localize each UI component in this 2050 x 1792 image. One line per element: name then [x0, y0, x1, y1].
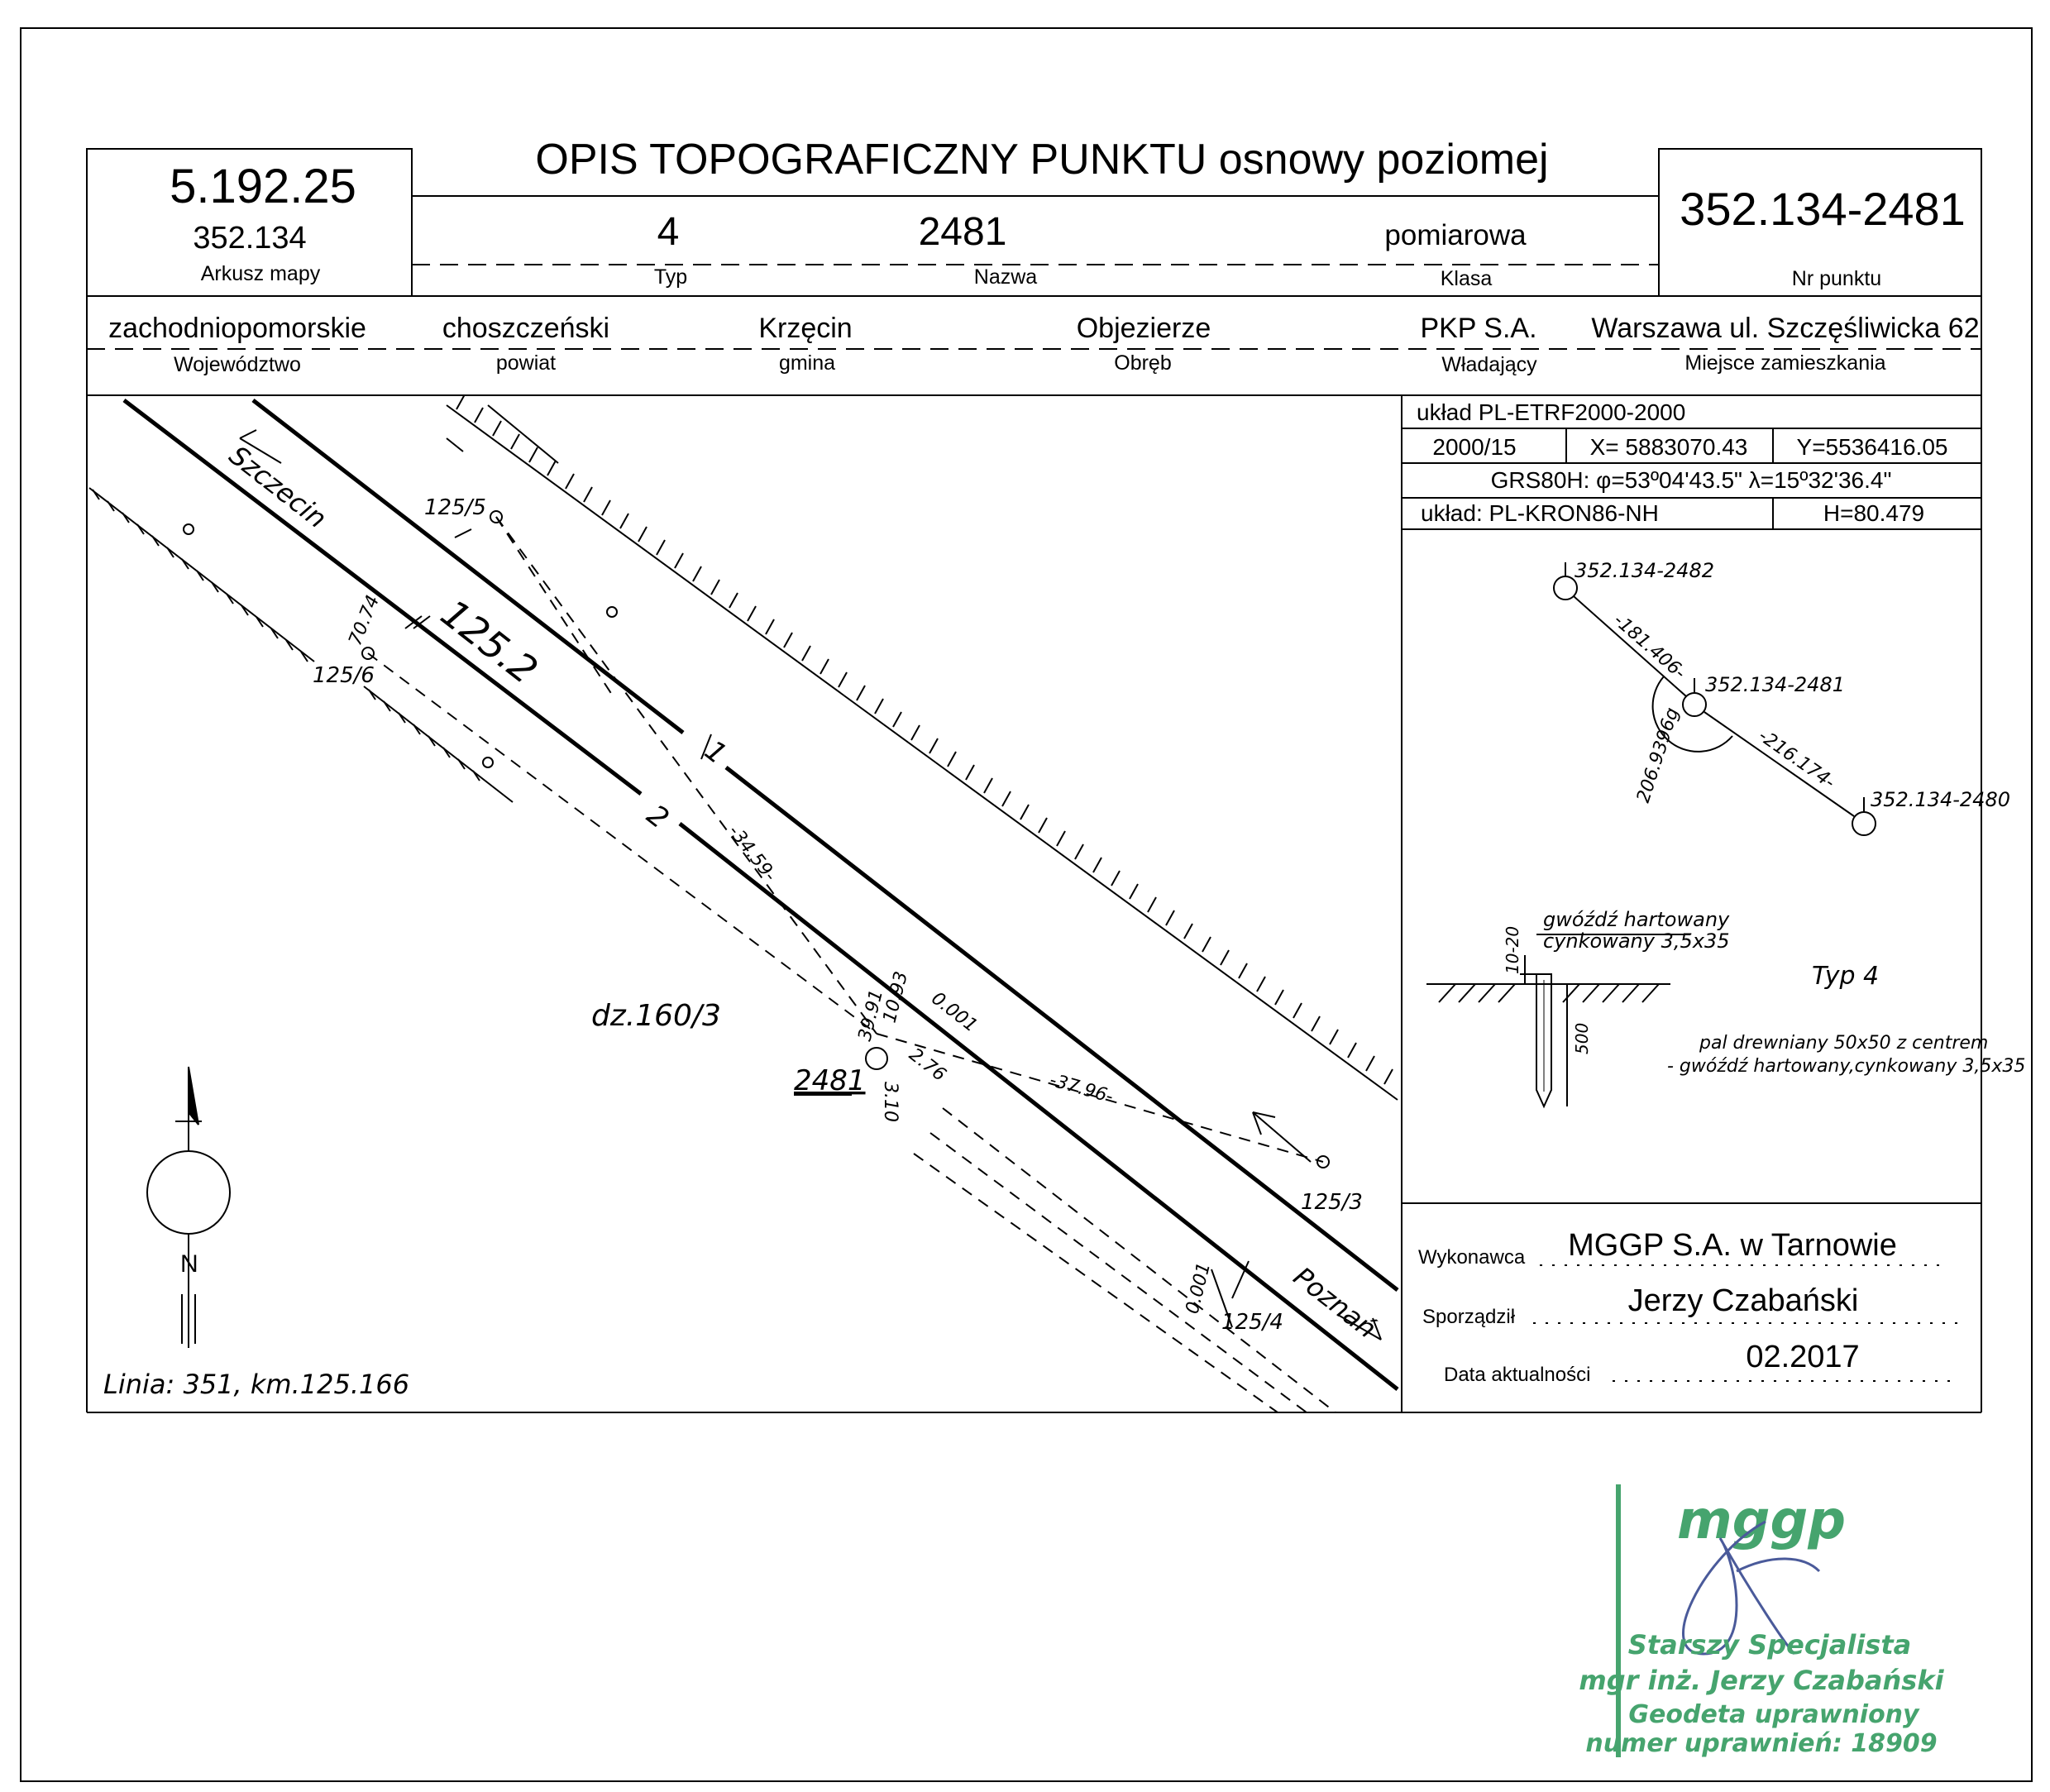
footer-section — [1402, 1202, 1981, 1382]
sketch-p2482: 352.134-2482 — [1575, 559, 1714, 582]
sketch-d2: -216.174- — [1755, 725, 1839, 793]
commune-label: gmina — [779, 351, 835, 375]
height-value: H=80.479 — [1823, 500, 1924, 526]
marker-nail2: cynkowany 3,5x35 — [1543, 929, 1729, 953]
map-track1: 1 — [698, 734, 733, 772]
marker-detail — [1426, 934, 1690, 1109]
map-m310: 3.10 — [880, 1082, 901, 1122]
marker-nail: gwóźdź hartowany — [1543, 908, 1730, 931]
precinct-label: Obręb — [1114, 351, 1171, 375]
coord-y: Y=5536416.05 — [1797, 434, 1948, 460]
type-label: Typ — [654, 265, 687, 289]
surveyor-stamp: mggp Starszy Specjalista mgr inż. Jerzy … — [1579, 1484, 1945, 1758]
sketch-d1: -181.406- — [1609, 610, 1689, 684]
owner-label: Władający — [1441, 353, 1537, 376]
map-h125-4: 125/4 — [1221, 1310, 1283, 1335]
header-section — [86, 148, 1982, 1413]
stamp-title: Geodeta uprawniony — [1628, 1700, 1920, 1729]
precinct: Objezierze — [1077, 313, 1211, 344]
name-value: 2481 — [919, 210, 1007, 254]
marker-desc1: pal drewniany 50x50 z centrem — [1699, 1033, 1988, 1054]
height-system: układ: PL-KRON86-NH — [1421, 500, 1659, 526]
coord-grs: GRS80H: φ=53º04'43.5" λ=15º32'36.4" — [1491, 467, 1892, 493]
date: 02.2017 — [1746, 1340, 1859, 1374]
class-value: pomiarowa — [1384, 219, 1527, 251]
coordinates-table — [1402, 428, 1981, 530]
north-arrow-icon — [146, 1066, 231, 1348]
north-label: N — [180, 1250, 198, 1278]
author: Jerzy Czabański — [1628, 1283, 1859, 1318]
date-label: Data aktualności — [1444, 1364, 1590, 1386]
stamp-name: mgr inż. Jerzy Czabański — [1579, 1665, 1944, 1696]
map-m3459: -34.59- — [724, 821, 780, 886]
coord-system: układ PL-ETRF2000-2000 — [1417, 399, 1685, 425]
map-m3796: -37.96- — [1047, 1070, 1116, 1108]
point-label: Nr punktu — [1792, 267, 1881, 290]
class-label: Klasa — [1441, 267, 1493, 290]
map-track2: 2 — [640, 799, 675, 836]
voivodeship-label: Województwo — [174, 353, 301, 376]
sketch-p2480: 352.134-2480 — [1871, 788, 2010, 811]
map-h125-6: 125/6 — [313, 663, 375, 688]
map-m0001b: 0.001 — [1183, 1260, 1215, 1316]
marker-type: Typ 4 — [1812, 962, 1879, 991]
map-h125-3: 125/3 — [1301, 1190, 1363, 1215]
name-label: Nazwa — [974, 265, 1038, 289]
owner: PKP S.A. — [1420, 313, 1536, 344]
network-sketch — [1553, 562, 1876, 836]
map-m0001a: 0.001 — [927, 988, 981, 1036]
coord-x: X= 5883070.43 — [1590, 434, 1748, 460]
sheet-sub: 352.134 — [193, 221, 306, 256]
marker-length: 500 — [1572, 1023, 1592, 1054]
stamp-license: numer uprawnień: 18909 — [1585, 1729, 1937, 1758]
point-number: 352.134-2481 — [1680, 183, 1966, 235]
map-h125-5: 125/5 — [424, 495, 486, 520]
stamp-logo: mggp — [1677, 1490, 1846, 1551]
type-value: 4 — [657, 210, 680, 254]
author-label: Sporządził — [1422, 1306, 1516, 1328]
residence: Warszawa ul. Szczęśliwicka 62 — [1591, 313, 1979, 344]
marker-depth: 10-20 — [1503, 926, 1522, 974]
map-poznan: Poznań — [1288, 1260, 1383, 1344]
sketch-angle: 206.9396g — [1633, 705, 1684, 805]
coord-zone: 2000/15 — [1432, 434, 1516, 460]
voivodeship: zachodniopomorskie — [108, 313, 366, 344]
map-m7074: 70.74 — [345, 592, 384, 648]
commune: Krzęcin — [758, 313, 852, 344]
residence-label: Miejsce zamieszkania — [1684, 351, 1885, 375]
site-map: Szczecin Poznań 125.2 1 2 125/5 125/6 12… — [88, 395, 1399, 1412]
signature-icon — [1682, 1520, 1821, 1656]
map-m276: 2.76 — [905, 1044, 949, 1086]
map-parcel: dz.160/3 — [591, 999, 721, 1033]
sheet-code: 5.192.25 — [170, 160, 356, 213]
county: choszczeński — [442, 313, 609, 344]
contractor: MGGP S.A. w Tarnowie — [1568, 1228, 1897, 1263]
map-point: 2481 — [794, 1064, 866, 1097]
sketch-p2481: 352.134-2481 — [1705, 673, 1845, 696]
stamp-role: Starszy Specjalista — [1628, 1629, 1911, 1661]
sheet-label: Arkusz mapy — [201, 262, 321, 285]
page-border — [20, 27, 2033, 1782]
map-line: Linia: 351, km.125.166 — [103, 1369, 409, 1400]
page-title: OPIS TOPOGRAFICZNY PUNKTU osnowy poziome… — [535, 136, 1548, 184]
marker-desc2: - gwóźdź hartowany,cynkowany 3,5x35 — [1667, 1056, 2025, 1077]
county-label: powiat — [496, 351, 556, 375]
contractor-label: Wykonawca — [1418, 1246, 1526, 1269]
